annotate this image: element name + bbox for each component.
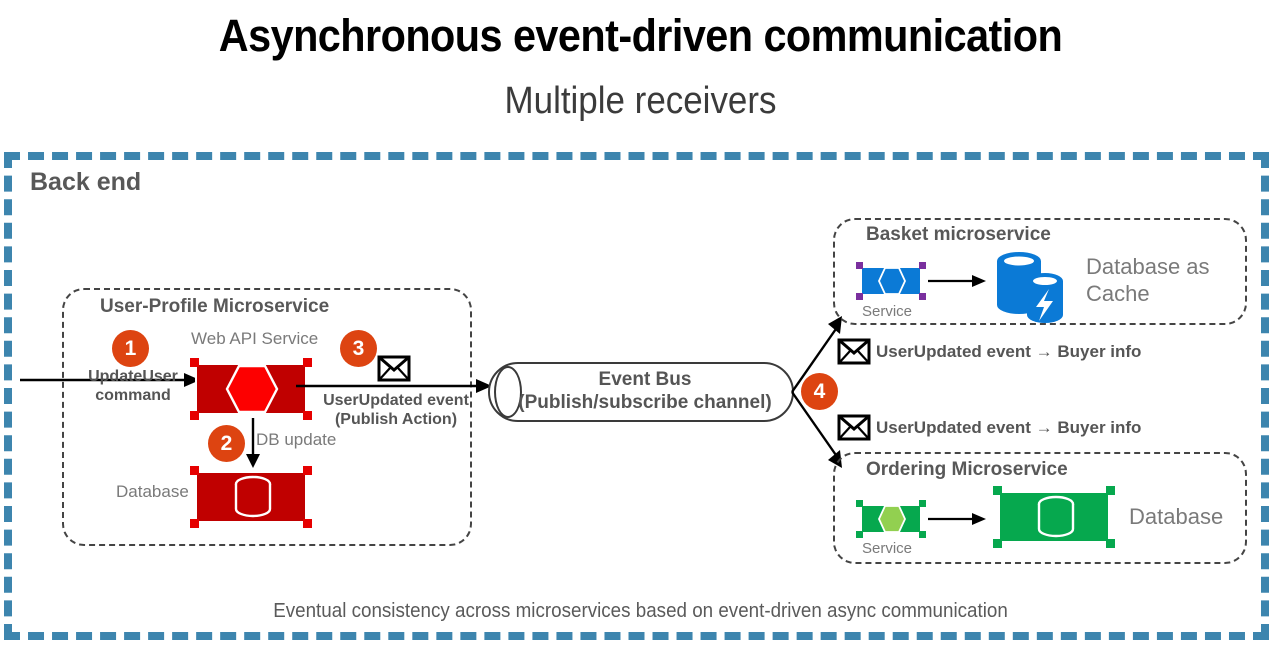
db-update-arrow bbox=[246, 418, 260, 468]
basket-service-label: Service bbox=[862, 303, 913, 320]
step-badge-1: 1 bbox=[112, 330, 149, 367]
user-updated-publish-arrow bbox=[296, 379, 492, 393]
user-profile-database-label: Database bbox=[116, 482, 189, 501]
user-updated-publish-label: UserUpdated event (Publish Action) bbox=[316, 392, 476, 430]
service-hexagon-icon bbox=[878, 505, 906, 533]
basket-microservice-title: Basket microservice bbox=[866, 224, 1051, 245]
basket-service-to-db-arrow bbox=[928, 275, 986, 287]
update-user-command-arrow bbox=[20, 373, 200, 387]
footer-note: Eventual consistency across microservice… bbox=[273, 600, 1008, 622]
service-hexagon-icon bbox=[225, 364, 279, 414]
back-end-label: Back end bbox=[30, 168, 142, 196]
ordering-microservice-box bbox=[833, 452, 1247, 564]
service-hexagon-icon bbox=[878, 267, 906, 295]
envelope-icon bbox=[837, 414, 871, 441]
web-api-service-label: Web API Service bbox=[191, 329, 319, 348]
subscription-label-ordering: UserUpdated event → Buyer info bbox=[876, 418, 1142, 437]
basket-database-label: Database as Cache bbox=[1086, 254, 1210, 308]
event-bus-label: Event Bus (Publish/subscribe channel) bbox=[500, 368, 790, 414]
basket-microservice-box bbox=[833, 218, 1247, 325]
update-user-command-line2: command bbox=[95, 386, 171, 404]
database-cylinder-icon bbox=[234, 475, 272, 518]
ordering-microservice-title: Ordering Microservice bbox=[866, 459, 1068, 480]
step-badge-3: 3 bbox=[340, 330, 377, 367]
ordering-database-label: Database bbox=[1129, 504, 1224, 529]
ordering-database-tile bbox=[993, 486, 1115, 548]
update-user-command-line1: UpdateUser bbox=[88, 368, 178, 385]
db-update-label: DB update bbox=[256, 430, 337, 449]
database-cylinder-icon bbox=[1037, 495, 1075, 538]
envelope-icon bbox=[377, 355, 411, 382]
event-bus-line2: (Publish/subscribe channel) bbox=[518, 392, 772, 414]
web-api-service-tile bbox=[190, 358, 312, 420]
user-updated-publish-line1: UserUpdated event bbox=[323, 392, 469, 409]
event-bus-line1: Event Bus bbox=[598, 369, 692, 390]
ordering-service-to-db-arrow bbox=[928, 513, 986, 525]
event-bus-cylinder-cap bbox=[494, 366, 522, 418]
azure-cache-database-icon bbox=[997, 252, 1063, 323]
basket-database-line1: Database as bbox=[1086, 254, 1210, 279]
ordering-service-label: Service bbox=[862, 540, 913, 557]
basket-database-line2: Cache bbox=[1086, 280, 1150, 306]
user-profile-microservice-title: User-Profile Microservice bbox=[100, 296, 330, 317]
basket-service-tile bbox=[856, 262, 926, 300]
update-user-command-label: UpdateUser command bbox=[78, 368, 188, 406]
step-badge-4: 4 bbox=[801, 373, 838, 410]
back-end-container bbox=[4, 152, 1269, 640]
user-profile-microservice-box bbox=[62, 288, 472, 546]
subscription-label-basket: UserUpdated event → Buyer info bbox=[876, 342, 1142, 361]
envelope-icon bbox=[837, 338, 871, 365]
ordering-service-tile bbox=[856, 500, 926, 538]
event-bus-cylinder bbox=[488, 362, 794, 422]
step-badge-2: 2 bbox=[208, 425, 245, 462]
user-profile-database-tile bbox=[190, 466, 312, 528]
page-subtitle: Multiple receivers bbox=[504, 80, 777, 122]
page-title: Asynchronous event-driven communication bbox=[218, 10, 1063, 61]
user-updated-publish-line2: (Publish Action) bbox=[334, 410, 458, 428]
